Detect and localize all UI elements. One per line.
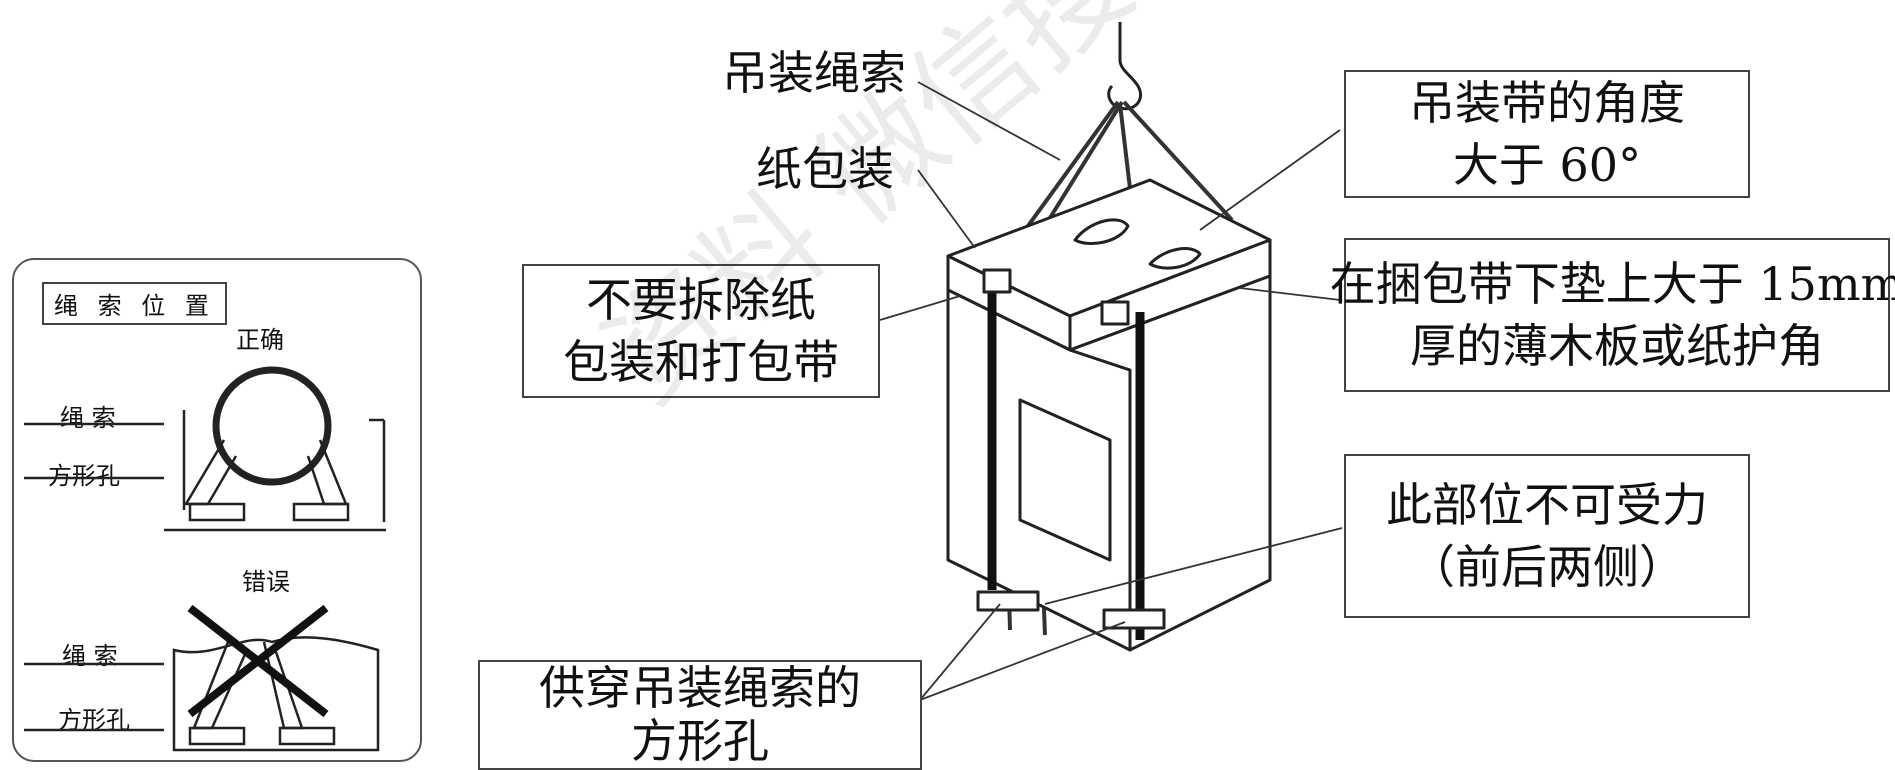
keep-packaging-line2: 包装和打包带 bbox=[563, 335, 839, 389]
keep-packaging-line1: 不要拆除纸 bbox=[586, 272, 816, 327]
correct-rope-loop-icon bbox=[212, 366, 332, 486]
correct-label: 正确 bbox=[236, 326, 284, 354]
angle-callout-line2: 大于 60° bbox=[1452, 138, 1642, 192]
crane-hook bbox=[1107, 22, 1143, 111]
corner-protector bbox=[982, 268, 1012, 294]
square-holes-callout: 供穿吊装绳索的 方形孔 bbox=[478, 660, 922, 770]
top-handle-hole bbox=[1073, 218, 1130, 245]
wrong-x-icon bbox=[187, 604, 329, 718]
corner-protector-2 bbox=[1100, 300, 1130, 326]
keep-packaging-callout: 不要拆除纸 包装和打包带 bbox=[522, 264, 880, 398]
square-holes-line1: 供穿吊装绳索的 bbox=[539, 661, 861, 716]
padding-callout-line2: 厚的薄木板或纸护角 bbox=[1410, 319, 1824, 373]
leader-lines bbox=[879, 81, 1343, 701]
top-handle-hole-2 bbox=[1148, 247, 1202, 270]
wrong-label: 错误 bbox=[242, 568, 290, 596]
inset-hole-label-1: 方形孔 bbox=[48, 462, 120, 490]
inset-drawing bbox=[24, 366, 386, 752]
rope-label: 吊装绳索 bbox=[722, 46, 906, 100]
angle-callout: 吊装带的角度 大于 60° bbox=[1344, 70, 1750, 198]
no-force-callout: 此部位不可受力 （前后两侧） bbox=[1344, 454, 1750, 618]
padding-callout-line1: 在捆包带下垫上大于 15mm bbox=[1329, 256, 1895, 311]
square-holes-line2: 方形孔 bbox=[631, 714, 769, 768]
inset-rope-label-2: 绳 索 bbox=[62, 642, 118, 670]
paper-packaging-label: 纸包装 bbox=[756, 142, 894, 196]
packing-straps bbox=[987, 276, 1145, 640]
inset-title: 绳 索 位 置 bbox=[42, 282, 227, 325]
square-hole-2 bbox=[1102, 608, 1166, 630]
no-force-line2: （前后两侧） bbox=[1409, 540, 1685, 594]
no-force-line1: 此部位不可受力 bbox=[1386, 477, 1708, 532]
inset-rope-label-1: 绳 索 bbox=[60, 404, 116, 432]
rope-position-inset: 绳 索 位 置 正确 绳 索 方形孔 错误 绳 索 方形孔 bbox=[12, 258, 422, 762]
square-hole bbox=[976, 590, 1040, 612]
padding-callout: 在捆包带下垫上大于 15mm 厚的薄木板或纸护角 bbox=[1330, 238, 1895, 392]
angle-callout-line1: 吊装带的角度 bbox=[1409, 75, 1685, 130]
front-panel bbox=[1018, 398, 1112, 562]
